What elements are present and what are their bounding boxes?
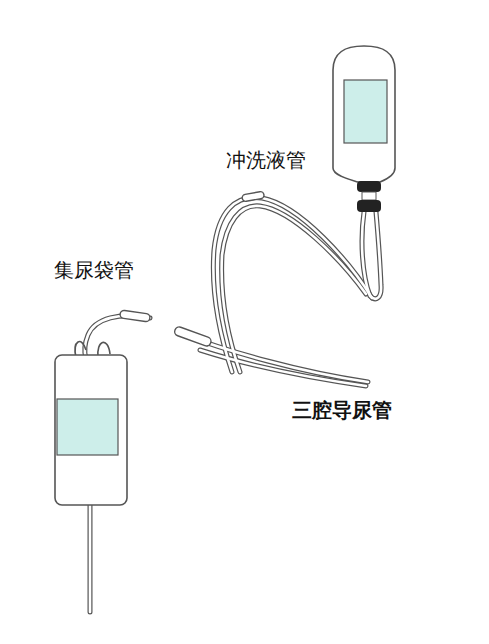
- irrigation-bottle: [333, 46, 395, 182]
- tube-label: 集尿袋管: [52, 258, 136, 282]
- tube-connector: [242, 191, 265, 202]
- catheter-sleeve: [173, 326, 212, 347]
- bottle-cap: [357, 181, 381, 192]
- tube-label: 冲洗液管: [224, 148, 308, 172]
- catheter-label: 三腔导尿管: [290, 398, 394, 422]
- bottle-neck: [362, 192, 376, 200]
- bag-label: [57, 399, 118, 455]
- tube-connector: [120, 310, 151, 322]
- bottle-cap: [357, 200, 381, 212]
- urine-bag: [55, 355, 127, 505]
- bottle-label: [344, 80, 387, 143]
